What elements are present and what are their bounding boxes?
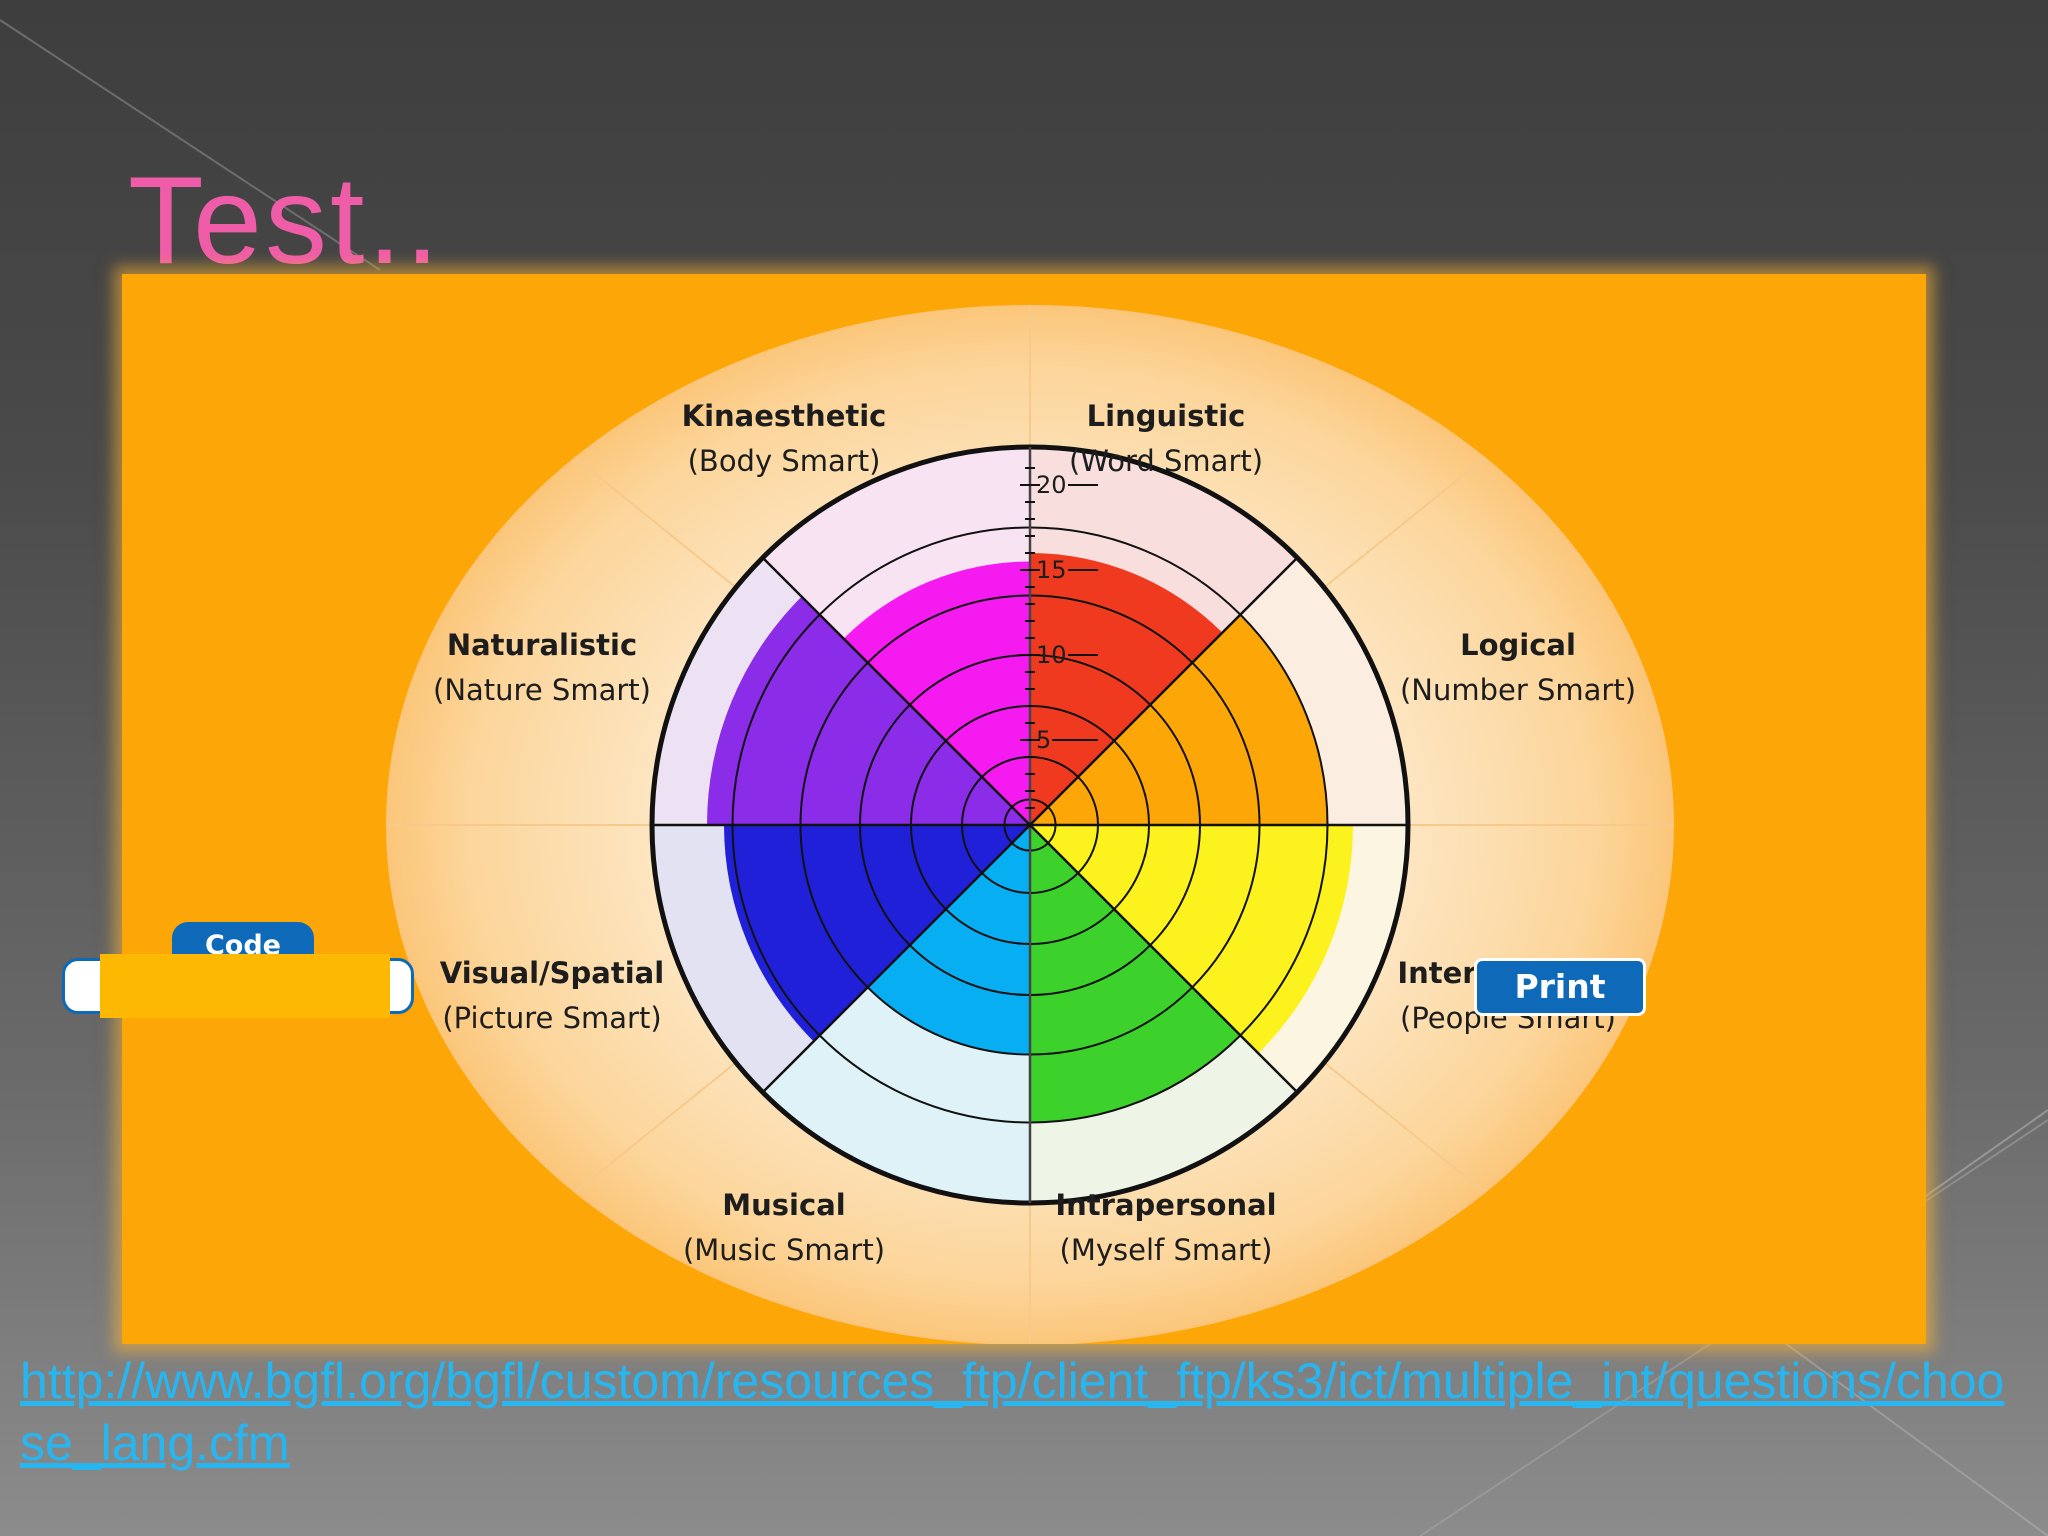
category-label: Naturalistic <box>447 628 637 662</box>
intelligence-wheel: 5 10 15 20 Linguistic (Word Smart) Logical (Nu… <box>386 305 1674 1344</box>
source-link[interactable]: http://www.bgfl.org/bgfl/custom/resource… <box>20 1353 2005 1471</box>
category-label: Kinaesthetic <box>682 399 887 433</box>
category-sublabel: (Myself Smart) <box>1060 1233 1273 1267</box>
slide-title: Test.. <box>128 152 443 290</box>
category-sublabel: (Word Smart) <box>1069 444 1263 478</box>
category-label: Visual/Spatial <box>440 956 664 990</box>
quiz-results-panel: 5 10 15 20 Linguistic (Word Smart) Logical (Nu… <box>122 274 1926 1344</box>
scale-tick-label: 20 <box>1036 471 1067 499</box>
category-sublabel: (Nature Smart) <box>433 673 651 707</box>
segment-fill <box>724 825 1030 1042</box>
category-label: Intrapersonal <box>1055 1188 1276 1222</box>
category-label: Logical <box>1460 628 1576 662</box>
segment-fill <box>867 825 1030 1055</box>
category-label: Musical <box>722 1188 845 1222</box>
category-sublabel: (Picture Smart) <box>442 1001 661 1035</box>
segment-divider <box>761 556 1299 1094</box>
segment-fill <box>1030 553 1223 825</box>
category-sublabel: (Number Smart) <box>1400 673 1636 707</box>
segment-fill <box>843 561 1030 825</box>
category-sublabel: (Music Smart) <box>683 1233 885 1267</box>
code-redaction <box>100 954 390 1018</box>
scale-tick-label: 5 <box>1036 726 1051 754</box>
category-label: Linguistic <box>1087 399 1246 433</box>
print-button[interactable]: Print <box>1474 958 1646 1016</box>
category-sublabel: (Body Smart) <box>688 444 881 478</box>
scale-tick-label: 15 <box>1036 556 1067 584</box>
scale-tick-label: 10 <box>1036 641 1067 669</box>
